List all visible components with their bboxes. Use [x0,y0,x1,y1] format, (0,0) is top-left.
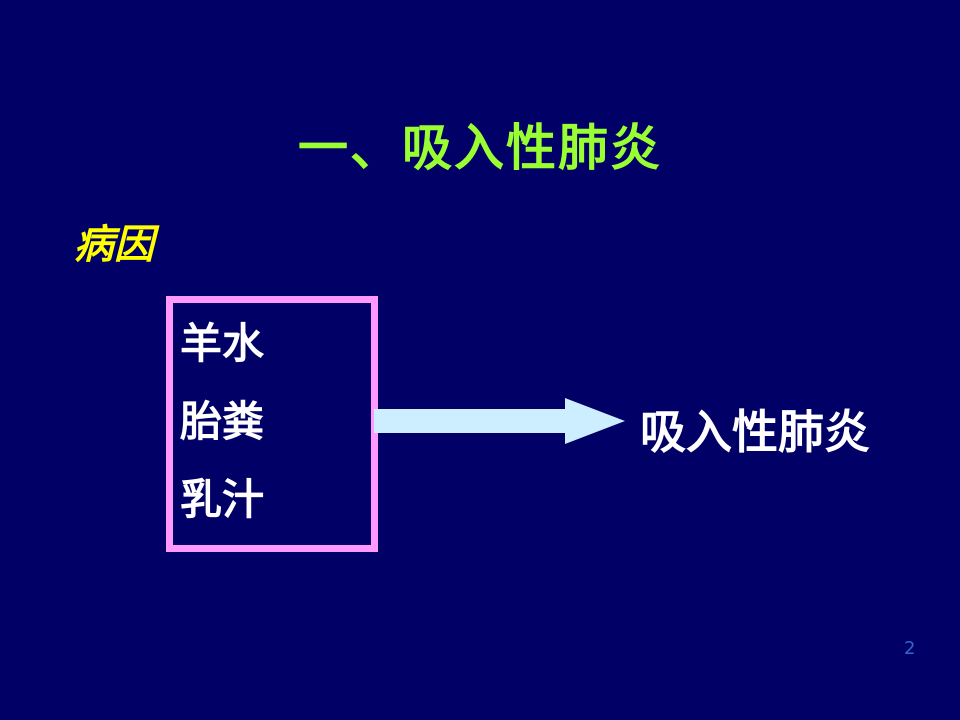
cause-heading: 病因 [74,222,154,268]
cause-item: 乳汁 [180,475,265,524]
page-number: 2 [904,638,916,659]
slide-title: 一、吸入性肺炎 [298,119,662,177]
right-arrow-icon [374,398,625,444]
result-text: 吸入性肺炎 [640,405,870,459]
cause-item: 羊水 [180,319,265,368]
cause-item: 胎粪 [180,397,265,446]
